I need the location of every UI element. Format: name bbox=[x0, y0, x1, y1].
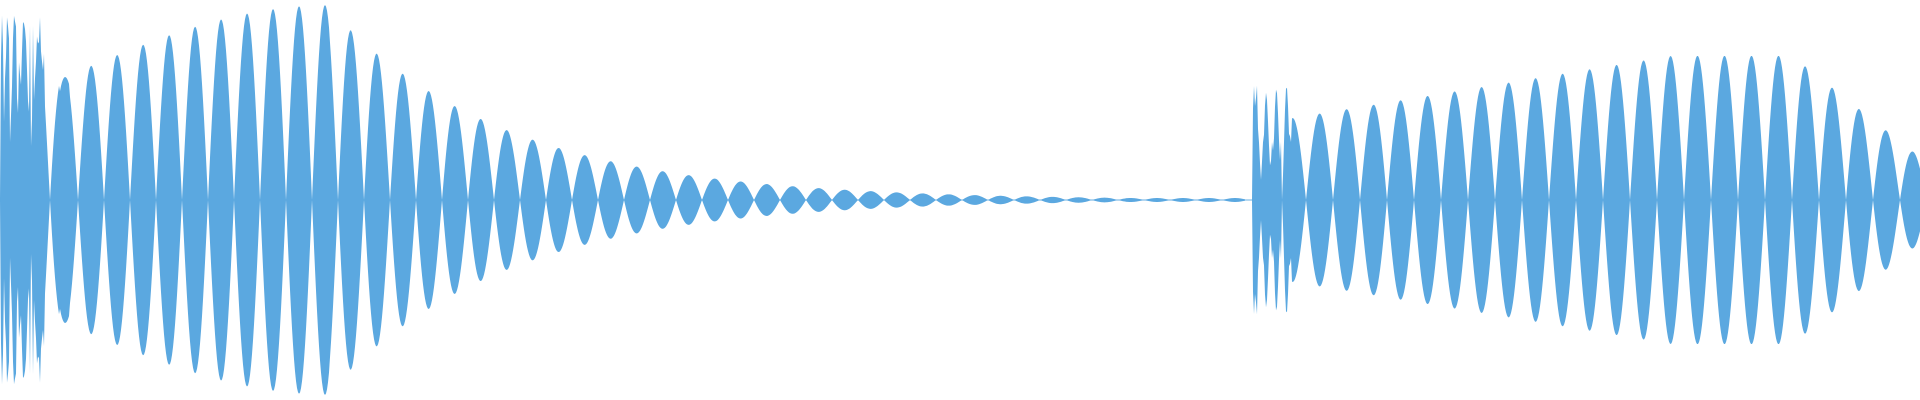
waveform-clip-1[interactable] bbox=[0, 5, 1245, 395]
waveform-shape-group bbox=[0, 5, 1920, 395]
waveform-clip-2[interactable] bbox=[1240, 55, 1920, 345]
